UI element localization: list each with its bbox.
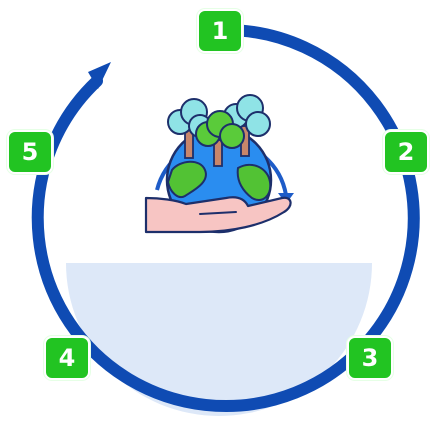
cycle-arrow-icon [88, 62, 111, 89]
step-4-number: 4 [58, 344, 76, 372]
step-2-badge: 2 [383, 130, 429, 174]
step-1-number: 1 [211, 17, 229, 45]
hand-holding-earth-with-trees-icon [144, 94, 294, 234]
cycle-ring [31, 23, 420, 412]
step-4-badge: 4 [44, 336, 90, 380]
step-5-badge: 5 [7, 130, 53, 174]
step-2-number: 2 [397, 138, 415, 166]
step-3-badge: 3 [347, 336, 393, 380]
bowl-shape [66, 263, 372, 416]
step-5-number: 5 [21, 138, 39, 166]
step-3-number: 3 [361, 344, 379, 372]
step-1-badge: 1 [197, 9, 243, 53]
